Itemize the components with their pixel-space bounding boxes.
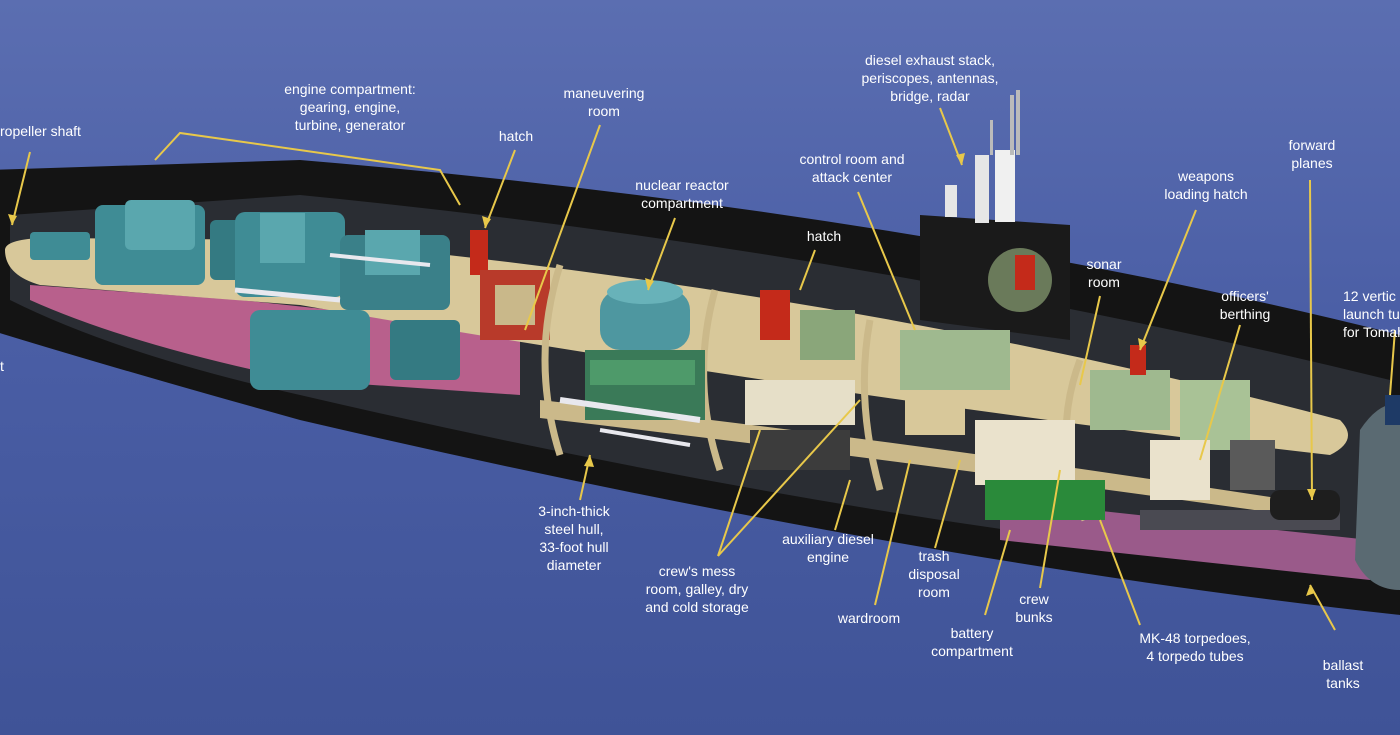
- label-vertical-launch: 12 vertic launch tu for Tomaha: [1343, 288, 1400, 340]
- label-maneuvering-room: maneuvering room: [563, 85, 645, 119]
- vertical-launch-tube: [1385, 395, 1400, 425]
- label-hatch-mid: hatch: [806, 228, 842, 244]
- label-officers-berthing: officers' berthing: [1219, 288, 1271, 322]
- leader-lines: [11, 107, 1396, 631]
- label-torpedoes: MK-48 torpedoes, 4 torpedo tubes: [1139, 630, 1251, 664]
- maneuvering-room-equipment: [470, 230, 550, 340]
- label-wardroom: wardroom: [837, 610, 901, 626]
- label-engine-compartment: engine compartment: gearing, engine, tur…: [284, 81, 416, 133]
- label-crews-mess: crew's mess room, galley, dry and cold s…: [645, 563, 749, 615]
- label-hatch-aft: hatch: [498, 128, 534, 144]
- label-control-room: control room and attack center: [799, 151, 905, 185]
- reactor-equipment: [559, 280, 705, 447]
- label-sonar-room: sonar room: [1086, 256, 1122, 290]
- label-aux-diesel: auxiliary diesel engine: [782, 531, 874, 565]
- label-trash-disposal: trash disposal room: [908, 548, 960, 600]
- label-diesel-exhaust: diesel exhaust stack, periscopes, antenn…: [861, 52, 999, 104]
- leader-arrowheads: [8, 153, 1316, 596]
- bow-section: [1355, 404, 1400, 590]
- label-propeller-shaft: ropeller shaft: [0, 123, 81, 139]
- label-forward-planes: forward planes: [1288, 137, 1336, 171]
- label-battery: battery compartment: [931, 625, 1013, 659]
- label-nuclear-reactor: nuclear reactor compartment: [635, 177, 729, 211]
- label-crew-bunks: crew bunks: [1015, 591, 1053, 625]
- label-edge-fragment: t: [0, 358, 4, 374]
- engine-machinery: [30, 200, 460, 390]
- sail: [920, 90, 1070, 340]
- label-steel-hull: 3-inch-thick steel hull, 33-foot hull di…: [538, 503, 610, 573]
- label-weapons-hatch: weapons loading hatch: [1164, 168, 1248, 202]
- label-ballast-tanks: ballast tanks: [1322, 657, 1364, 691]
